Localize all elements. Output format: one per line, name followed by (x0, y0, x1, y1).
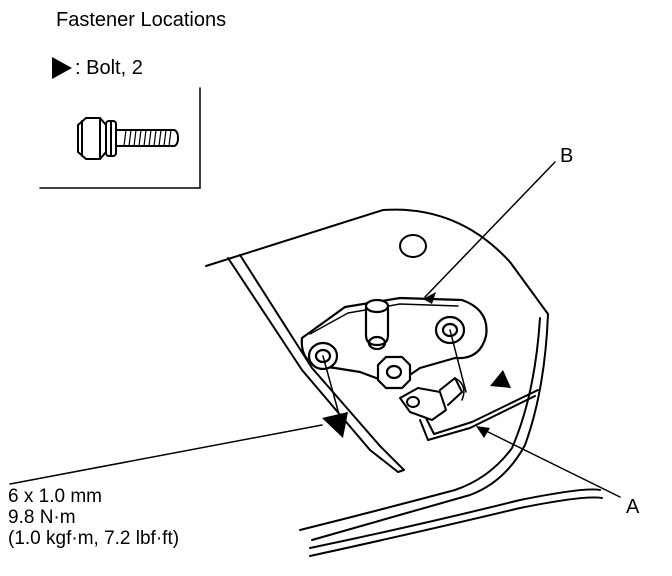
inset-frame (39, 87, 201, 189)
body-panel (205, 208, 603, 557)
arrowheads (423, 292, 490, 438)
callout-label-a: A (626, 496, 640, 518)
diagram-title: Fastener Locations (56, 9, 227, 31)
torque-nm-text: 9.8 N·m (8, 507, 76, 528)
latch-rod-a (399, 377, 539, 441)
torque-alt-text: (1.0 kgf·m, 7.2 lbf·ft) (8, 528, 180, 549)
bolt-size-text: 6 x 1.0 mm (8, 486, 102, 507)
callout-label-b: B (560, 145, 574, 167)
leader-lines (9, 161, 621, 498)
bolt-legend: : Bolt, 2 (52, 57, 143, 79)
bolt-marker-left-icon (322, 412, 348, 438)
torque-spec: 6 x 1.0 mm 9.8 N·m (1.0 kgf·m, 7.2 lbf·f… (8, 486, 179, 549)
arrowhead-b-icon (423, 292, 436, 304)
bracket-b (300, 296, 488, 390)
arrowhead-a-icon (476, 426, 490, 438)
bolt-markers (322, 370, 511, 438)
triangle-marker-icon (52, 57, 72, 79)
bolt-marker-right-icon (490, 370, 511, 388)
bolt-icon (77, 117, 179, 160)
bolt-legend-text: : Bolt, 2 (75, 57, 143, 79)
